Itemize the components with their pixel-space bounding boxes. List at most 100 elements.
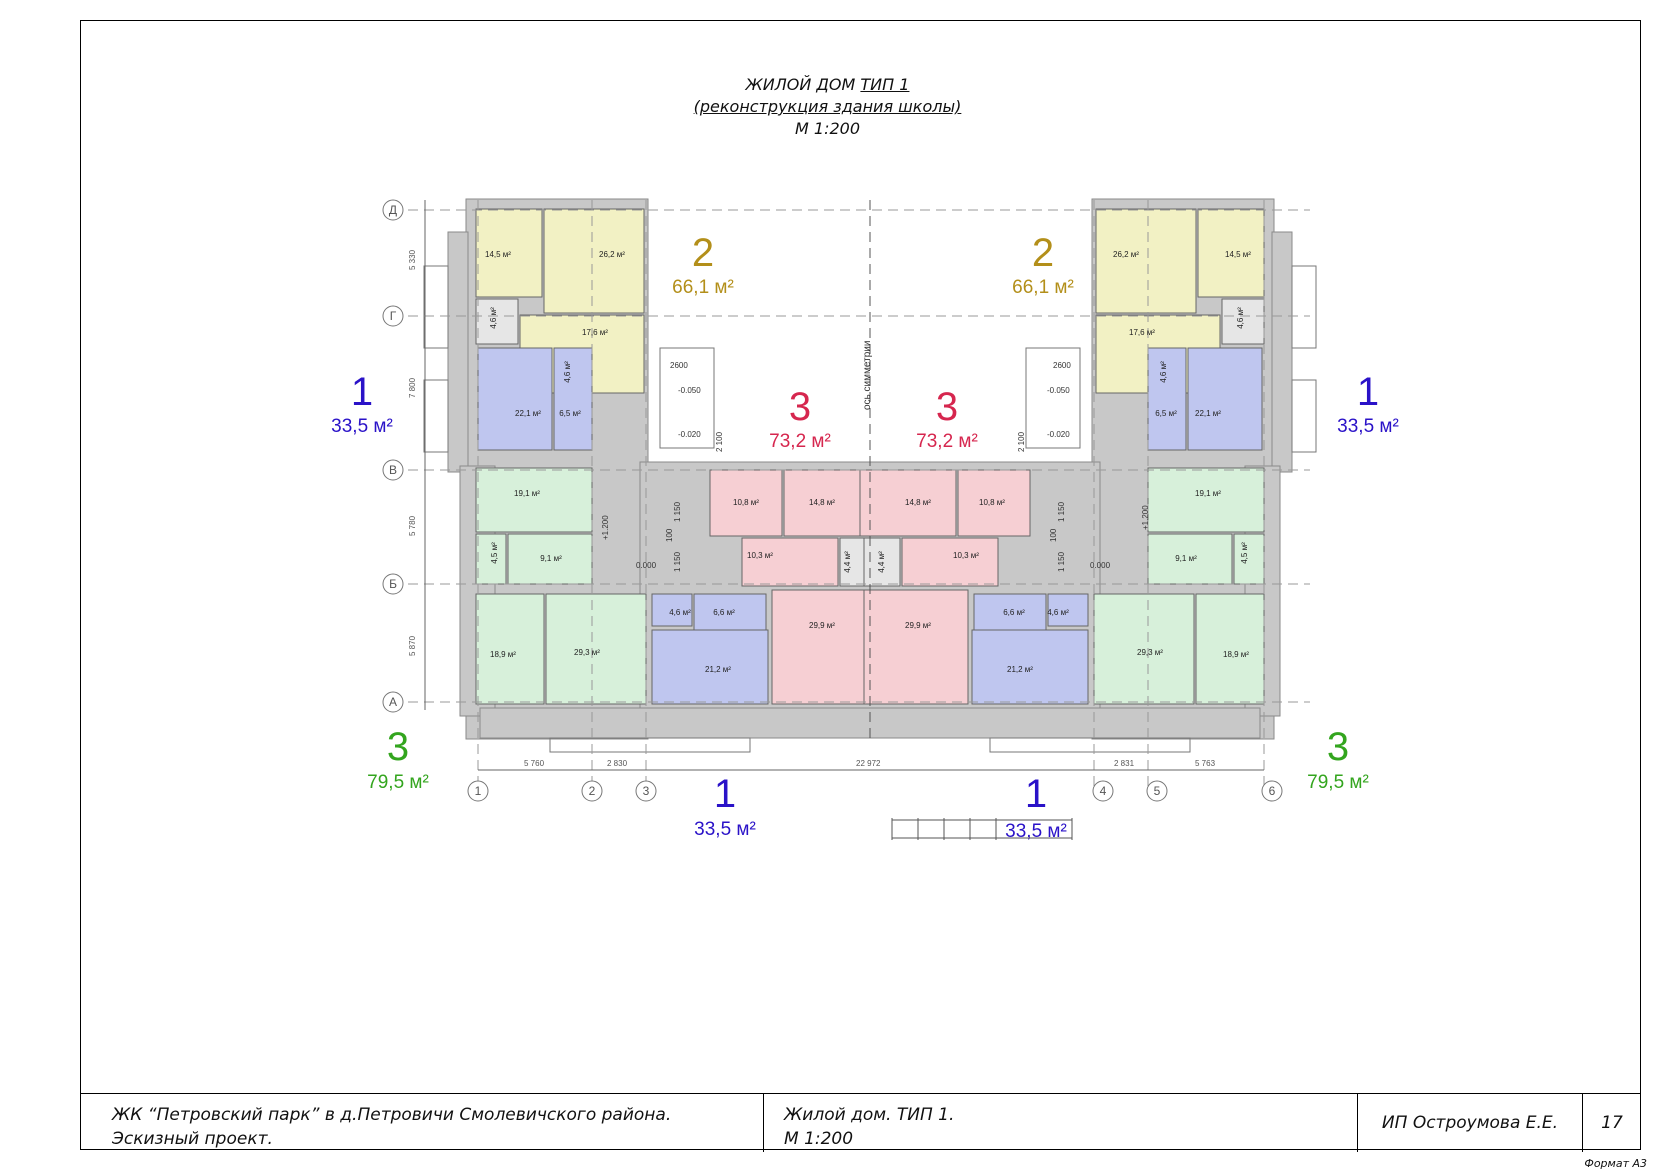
apt3-green-left-num: 3 [387, 725, 409, 769]
room-191-left: 19,1 м² [514, 489, 540, 498]
apt3-green-left-area: 79,5 м² [367, 772, 429, 793]
room-46b-left: 4,6 м² [563, 361, 572, 383]
apt3-mid-left-area: 73,2 м² [769, 431, 831, 452]
apt3-green-right-num: 3 [1327, 725, 1349, 769]
room-191-right: 19,1 м² [1195, 489, 1221, 498]
level-m020-right: -0.020 [1047, 430, 1070, 439]
room-293-left: 29,3 м² [574, 648, 600, 657]
room-46c-right: 4,6 м² [1047, 608, 1069, 617]
project-name: ЖК “Петровский парк” в д.Петровичи Смоле… [112, 1105, 672, 1125]
level-1200-left: +1.200 [601, 515, 610, 540]
dim-col-5: 5 763 [1195, 759, 1216, 768]
room-46b-right: 4,6 м² [1159, 361, 1168, 383]
symmetry-axis-label: ось симметрии [862, 341, 873, 410]
room-212-right: 21,2 м² [1007, 665, 1033, 674]
apt1-left-num: 1 [351, 370, 373, 414]
apt2-left-num: 2 [692, 231, 714, 275]
axis-col-6: 6 [1269, 784, 1276, 798]
axis-col-1: 1 [475, 784, 482, 798]
room-262-left: 26,2 м² [599, 250, 625, 259]
scale-bar [891, 818, 1073, 840]
apt2-left-area: 66,1 м² [672, 277, 734, 298]
room-299-right: 29,9 м² [905, 621, 931, 630]
level-m050-left: -0.050 [678, 386, 701, 395]
rooms-left [475, 208, 881, 705]
project-stage: Эскизный проект. [112, 1129, 273, 1149]
dim-row-3: 5 780 [408, 515, 417, 536]
rooms-right [859, 208, 1265, 705]
room-103-left: 10,3 м² [747, 551, 773, 560]
sheet-cell: Жилой дом. ТИП 1. М 1:200 [764, 1094, 1358, 1152]
dim-1150b-left: 1 150 [673, 551, 682, 572]
axis-row-d: Д [389, 203, 397, 217]
room-176-right: 17,6 м² [1129, 328, 1155, 337]
grid-axes [408, 200, 1310, 790]
dim-2100-left: 2 100 [715, 431, 724, 452]
title-block: ЖК “Петровский парк” в д.Петровичи Смоле… [80, 1093, 1641, 1152]
apt1-bottom-left-num: 1 [714, 772, 736, 816]
title-line1-prefix: ЖИЛОЙ ДОМ [745, 75, 861, 94]
apt2-right-area: 66,1 м² [1012, 277, 1074, 298]
axis-row-b: Б [389, 577, 397, 591]
axis-row-a: А [389, 695, 397, 709]
apt1-left-area: 33,5 м² [331, 416, 393, 437]
room-262-right: 26,2 м² [1113, 250, 1139, 259]
level-000-left: 0.000 [636, 561, 657, 570]
room-45-right: 4,5 м² [1240, 542, 1249, 564]
room-46c-left: 4,6 м² [669, 608, 691, 617]
dim-row-1: 5 330 [408, 249, 417, 270]
title-scale: М 1:200 [795, 119, 860, 138]
apt1-bottom-right-area: 33,5 м² [1005, 821, 1067, 842]
author-cell: ИП Остроумова Е.Е. [1358, 1094, 1583, 1152]
dim-col-4: 2 831 [1114, 759, 1135, 768]
apt1-bottom-right-num: 1 [1025, 772, 1047, 816]
room-148-left: 14,8 м² [809, 498, 835, 507]
dim-col-2: 2 830 [607, 759, 628, 768]
room-148-right: 14,8 м² [905, 498, 931, 507]
dim-2600-right: 2600 [1053, 361, 1071, 370]
title-line2: (реконструкция здания школы) [693, 97, 962, 116]
sheet-format: Формат А3 [1584, 1157, 1647, 1170]
dim-100-left: 100 [665, 528, 674, 542]
room-108-left: 10,8 м² [733, 498, 759, 507]
room-91-right: 9,1 м² [1175, 554, 1197, 563]
dim-col-3: 22 972 [856, 759, 881, 768]
room-65-left: 6,5 м² [559, 409, 581, 418]
room-221-left: 22,1 м² [515, 409, 541, 418]
drawing-title: ЖИЛОЙ ДОМ ТИП 1 (реконструкция здания шк… [0, 74, 1655, 140]
dim-100-right: 100 [1049, 528, 1058, 542]
room-293-right: 29,3 м² [1137, 648, 1163, 657]
room-189-left: 18,9 м² [490, 650, 516, 659]
level-000-right: 0.000 [1090, 561, 1111, 570]
room-221-right: 22,1 м² [1195, 409, 1221, 418]
room-65-right: 6,5 м² [1155, 409, 1177, 418]
apt3-mid-right-num: 3 [936, 385, 958, 429]
axis-col-5: 5 [1154, 784, 1161, 798]
project-cell: ЖК “Петровский парк” в д.Петровичи Смоле… [80, 1094, 764, 1152]
dimension-lines [424, 200, 1264, 771]
room-145-left: 14,5 м² [485, 250, 511, 259]
dim-1150a-left: 1 150 [673, 501, 682, 522]
page-number: 17 [1601, 1113, 1623, 1133]
room-44-right: 4,4 м² [877, 551, 886, 573]
axis-bubbles [382, 199, 1283, 802]
axis-labels: Д Г В Б А 1 2 3 4 5 6 [389, 203, 1276, 798]
room-44-left: 4,4 м² [843, 551, 852, 573]
dim-1150b-right: 1 150 [1057, 551, 1066, 572]
room-189-right: 18,9 м² [1223, 650, 1249, 659]
dim-2600-left: 2600 [670, 361, 688, 370]
level-1200-right: +1.200 [1141, 505, 1150, 530]
room-145-right: 14,5 м² [1225, 250, 1251, 259]
dim-1150a-right: 1 150 [1057, 501, 1066, 522]
dim-col-1: 5 760 [524, 759, 545, 768]
room-212-left: 21,2 м² [705, 665, 731, 674]
room-46-left: 4,6 м² [489, 307, 498, 329]
axis-row-v: В [389, 463, 397, 477]
level-m050-right: -0.050 [1047, 386, 1070, 395]
axis-col-3: 3 [643, 784, 650, 798]
room-108-right: 10,8 м² [979, 498, 1005, 507]
dim-2100-right: 2 100 [1017, 431, 1026, 452]
apt3-mid-left-num: 3 [789, 385, 811, 429]
room-labels: 14,5 м² 26,2 м² 17,6 м² 4,6 м² 22,1 м² 6… [485, 250, 1251, 674]
room-66-left: 6,6 м² [713, 608, 735, 617]
